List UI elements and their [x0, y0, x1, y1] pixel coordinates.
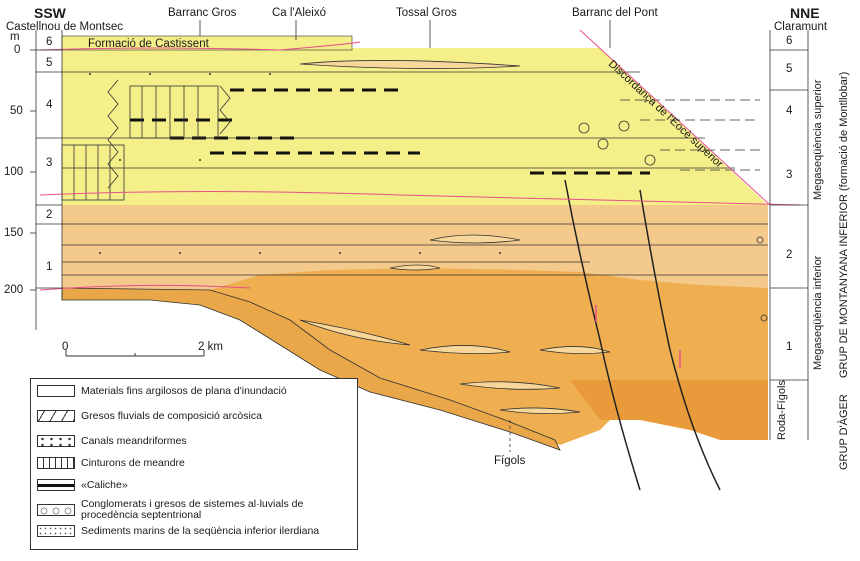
location-ca-laleixo: Ca l'Aleixó [272, 7, 326, 19]
right-unit-2: 2 [786, 249, 793, 261]
vertical-lines-box-icon [37, 457, 75, 469]
location-tossal-gros: Tossal Gros [396, 7, 457, 19]
location-claramunt: Claramunt [774, 21, 828, 33]
legend-row: Sediments marins de la seqüència inferio… [37, 525, 341, 537]
legend-row: «Caliche» [37, 479, 128, 491]
legend-text: Conglomerats i gresos de sistemes al·luv… [81, 498, 304, 521]
upper-yellow-layer [62, 48, 768, 205]
depth-tick-100: 100 [4, 166, 24, 178]
orientation-right: NNE [790, 5, 820, 21]
depth-tick-150: 150 [4, 227, 24, 239]
left-unit-2: 2 [46, 209, 53, 221]
legend-box: Materials fins argilosos de plana d'inun… [30, 378, 358, 550]
montanyana-label: GRUP DE MONTANYANA INFERIOR (formació de… [838, 71, 850, 378]
legend-text: Materials fins argilosos de plana d'inun… [81, 384, 287, 397]
right-unit-6: 6 [786, 35, 793, 47]
legend-text: Canals meandriformes [81, 434, 187, 447]
legend-text: Sediments marins de la seqüència inferio… [81, 524, 320, 537]
right-unit-4: 4 [786, 105, 793, 117]
left-unit-4: 4 [46, 99, 53, 111]
right-unit-1: 1 [786, 341, 793, 353]
circles-box-icon [37, 504, 75, 516]
dashes-box-icon [37, 410, 75, 422]
depth-unit: m [10, 31, 20, 43]
legend-row: Canals meandriformes [37, 435, 187, 447]
depth-tick-200: 200 [4, 284, 24, 296]
left-unit-6: 6 [46, 36, 53, 48]
formation-label: Formació de Castissent [88, 38, 209, 50]
orientation-left: SSW [34, 5, 66, 21]
mega-sup-label: Megaseqüència superior [812, 79, 824, 200]
left-unit-1: 1 [46, 261, 53, 273]
dots-box-icon [37, 435, 75, 447]
mega-inf-label: Megaseqüència inferior [812, 255, 824, 370]
legend-text: Gresos fluvials de composició arcòsica [81, 409, 262, 422]
ager-label: GRUP D'ÀGER [838, 394, 850, 470]
right-unit-5: 5 [786, 63, 793, 75]
legend-text: «Caliche» [81, 478, 128, 491]
legend-row: Gresos fluvials de composició arcòsica [37, 410, 262, 422]
right-block [570, 380, 768, 440]
depth-tick-0: 0 [14, 44, 21, 56]
caliche-box-icon [37, 479, 75, 491]
scale-start: 0 [62, 341, 69, 353]
plain-box-icon [37, 385, 75, 397]
location-figols: Fígols [494, 455, 526, 467]
legend-row: Materials fins argilosos de plana d'inun… [37, 385, 287, 397]
left-unit-5: 5 [46, 57, 53, 69]
legend-row: Cinturons de meandre [37, 457, 185, 469]
right-unit-3: 3 [786, 169, 793, 181]
bedded-limestone [61, 287, 561, 451]
legend-text: Cinturons de meandre [81, 456, 185, 469]
stipple-box-icon [37, 525, 75, 537]
roda-label: Roda-Fígols [776, 380, 788, 440]
depth-tick-50: 50 [10, 105, 23, 117]
left-unit-3: 3 [46, 157, 53, 169]
location-castellnou: Castellnou de Montsec [6, 21, 123, 33]
legend-row: Conglomerats i gresos de sistemes al·luv… [37, 499, 341, 521]
location-barranc-del-pont: Barranc del Pont [572, 7, 658, 19]
location-barranc-gros: Barranc Gros [168, 7, 237, 19]
scale-end: 2 km [198, 341, 223, 353]
